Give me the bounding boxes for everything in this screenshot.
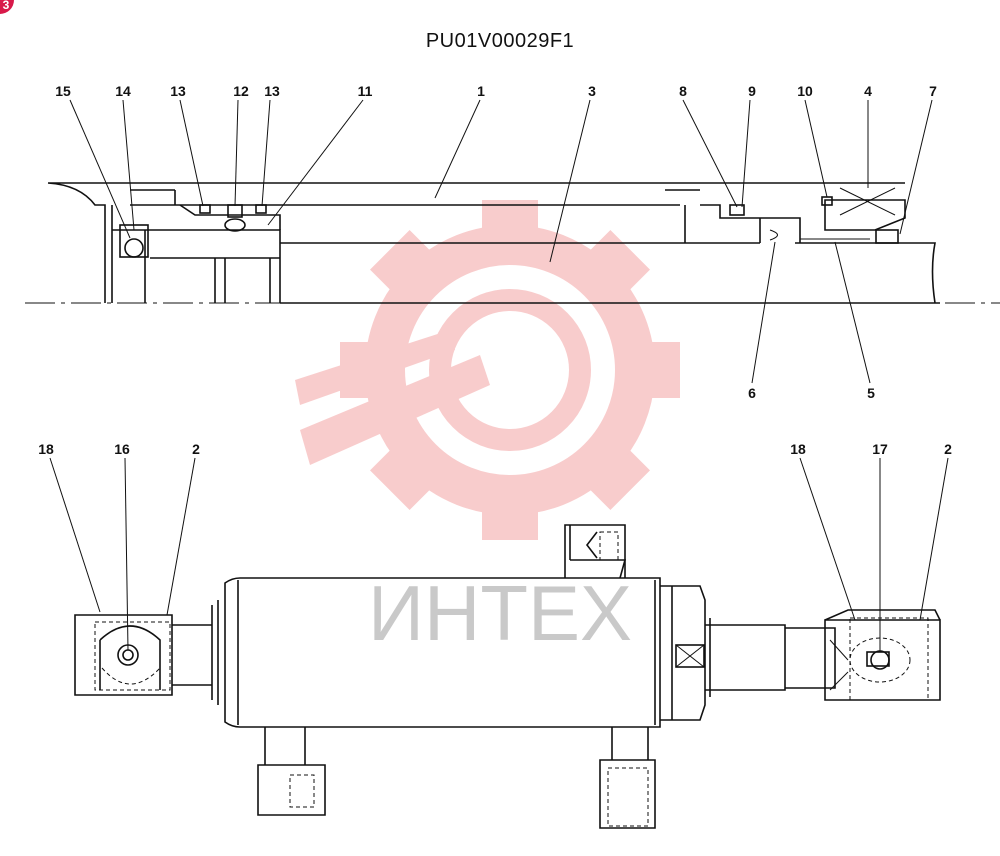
callout-label: 18	[38, 441, 54, 457]
exterior-callouts: 18 16 2 18 17 2	[38, 441, 952, 457]
callout-label: 4	[864, 83, 872, 99]
callout-label: 15	[55, 83, 71, 99]
callout-label: 13	[170, 83, 186, 99]
callout-label: 13	[264, 83, 280, 99]
drawing-code: PU01V00029F1	[425, 30, 575, 52]
section-callouts: 15 14 13 12 13 11 1 3 8 9 10 4 7 6 5	[55, 83, 937, 401]
callout-label: 8	[679, 83, 687, 99]
exterior-leaders	[49, 457, 949, 652]
callout-label: 2	[192, 441, 200, 457]
callout-label: 14	[115, 83, 131, 99]
callout-label: 1	[477, 83, 485, 99]
callout-label: 5	[867, 385, 875, 401]
callout-label: 3	[588, 83, 596, 99]
callout-label: 10	[797, 83, 813, 99]
callout-label: 17	[872, 441, 888, 457]
watermark-gear-icon	[295, 200, 680, 540]
callout-label: 16	[114, 441, 130, 457]
callout-label: 12	[233, 83, 249, 99]
callout-label: 11	[358, 83, 373, 99]
callout-label: 9	[748, 83, 756, 99]
exterior-view	[74, 524, 941, 829]
section-leaders	[69, 99, 933, 384]
callout-label: 18	[790, 441, 806, 457]
callout-label: 2	[944, 441, 952, 457]
callout-label: 7	[929, 83, 937, 99]
callout-label: 6	[748, 385, 756, 401]
watermark-text: ИНТЕХ	[368, 569, 632, 657]
section-view	[25, 182, 1000, 304]
